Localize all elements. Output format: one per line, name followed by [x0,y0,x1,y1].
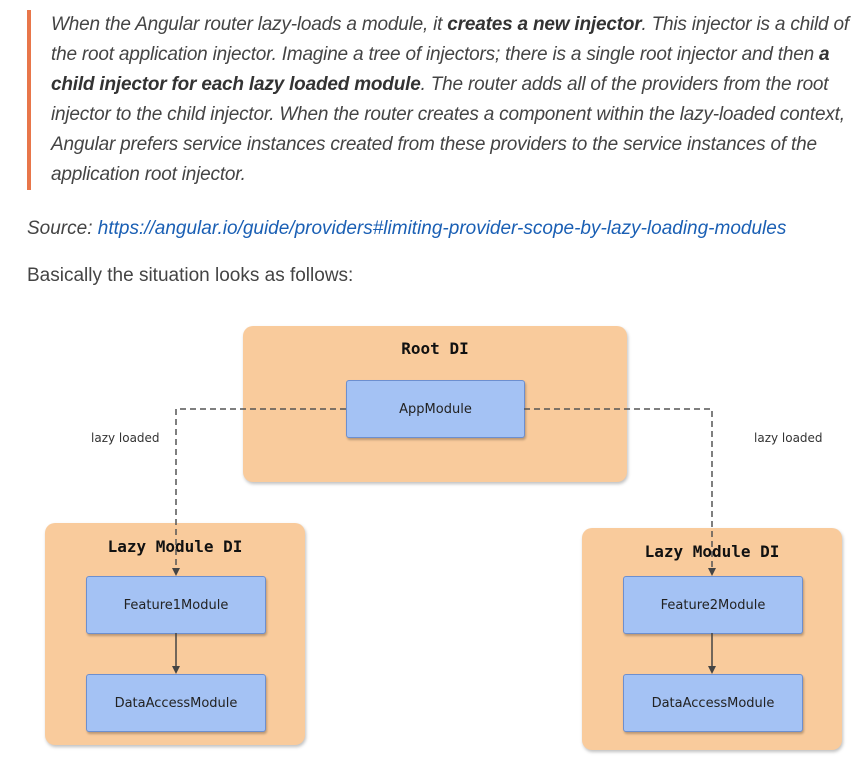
arrow-left-head [172,568,180,576]
source-label: Source: [27,218,98,239]
lazy-connector-left [175,408,346,568]
lazy-connector-right [524,408,713,568]
feature1-arrow-head [172,666,180,674]
quote-text: . This injector is a child of the root a… [51,14,849,65]
left-lazy-title: Lazy Module DI [107,537,243,556]
app-module-box: AppModule [346,380,525,438]
source-line: Source: https://angular.io/guide/provide… [27,218,786,240]
feature2-arrow-head [708,666,716,674]
feature2-module-box: Feature2Module [623,576,803,634]
source-link[interactable]: https://angular.io/guide/providers#limit… [97,218,787,239]
intro-text: Basically the situation looks as follows… [27,265,354,286]
lazy-loaded-label-right: lazy loaded [754,431,823,445]
feature1-module-box: Feature1Module [86,576,266,634]
quote-text: . The router adds all of the providers f… [51,74,845,185]
lazy-loaded-label-left: lazy loaded [91,431,160,445]
root-di-title: Root DI [401,339,469,358]
quote-bold: a child injector for each lazy loaded mo… [51,44,830,95]
quote-bold: creates a new injector [447,14,642,35]
quote-text: When the Angular router lazy-loads a mod… [51,14,448,35]
arrow-right-head [708,568,716,576]
blockquote: When the Angular router lazy-loads a mod… [27,10,862,190]
left-data-access-box: DataAccessModule [86,674,266,732]
root-di-container: Root DI [243,326,627,482]
right-data-access-box: DataAccessModule [623,674,803,732]
